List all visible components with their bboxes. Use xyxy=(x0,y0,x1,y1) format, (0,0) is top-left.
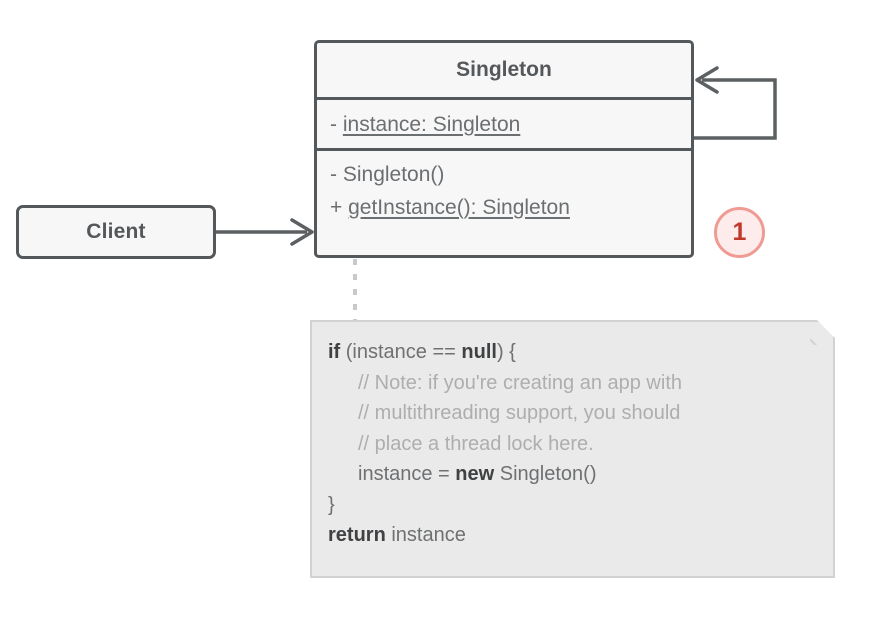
method-constructor: - Singleton() xyxy=(330,158,691,191)
code-token-7-2: instance xyxy=(385,524,466,546)
code-line-6: } xyxy=(328,490,823,521)
field-instance-visibility: - xyxy=(330,112,337,136)
code-token-5-3: Singleton() xyxy=(494,463,597,485)
code-token-3-1: // multithreading support, you should xyxy=(358,402,681,424)
code-token-4-1: // place a thread lock here. xyxy=(358,432,594,455)
singleton-fields-compartment: - instance: Singleton xyxy=(317,100,691,151)
client-class-label: Client xyxy=(86,220,146,243)
method-constructor-visibility: - xyxy=(330,163,337,186)
method-get-instance: + getInstance(): Singleton xyxy=(330,191,691,224)
code-token-1-3: null xyxy=(461,341,497,363)
arrow-singleton-self-association xyxy=(694,66,777,140)
code-token-5-2: new xyxy=(455,463,495,485)
code-line-7: return instance xyxy=(328,520,823,551)
code-note-content: if (instance == null) { // Note: if you'r… xyxy=(328,337,823,551)
code-token-2-1: // Note: if you're creating an app with xyxy=(358,371,682,394)
client-class-box[interactable]: Client xyxy=(16,205,216,259)
method-get-instance-signature: getInstance(): Singleton xyxy=(348,196,570,219)
code-token-1-2: (instance == xyxy=(340,341,462,363)
code-token-1-1: if xyxy=(328,341,341,363)
code-line-5: instance = new Singleton() xyxy=(328,459,823,490)
method-get-instance-visibility: + xyxy=(330,196,343,219)
code-line-2: // Note: if you're creating an app with xyxy=(328,368,823,399)
code-line-4: // place a thread lock here. xyxy=(328,429,823,460)
code-line-3: // multithreading support, you should xyxy=(328,398,823,429)
arrow-client-to-singleton xyxy=(216,218,314,246)
step-badge-1[interactable]: 1 xyxy=(714,207,765,258)
code-token-1-4: ) { xyxy=(496,341,516,363)
field-instance-signature: instance: Singleton xyxy=(342,112,521,136)
singleton-class-name-text: Singleton xyxy=(456,58,552,81)
singleton-class-box[interactable]: Singleton - instance: Singleton - Single… xyxy=(314,40,694,258)
code-token-7-1: return xyxy=(328,524,386,546)
step-badge-number: 1 xyxy=(732,218,747,246)
singleton-methods-compartment: - Singleton() + getInstance(): Singleton xyxy=(317,151,691,251)
code-note-box: if (instance == null) { // Note: if you'r… xyxy=(310,320,835,578)
code-line-1: if (instance == null) { xyxy=(328,337,823,368)
code-token-5-1: instance = xyxy=(358,463,456,485)
field-instance: - instance: Singleton xyxy=(330,108,520,141)
singleton-class-name: Singleton xyxy=(317,43,691,100)
code-token-6-1: } xyxy=(328,493,335,516)
method-constructor-signature: Singleton() xyxy=(342,163,445,186)
